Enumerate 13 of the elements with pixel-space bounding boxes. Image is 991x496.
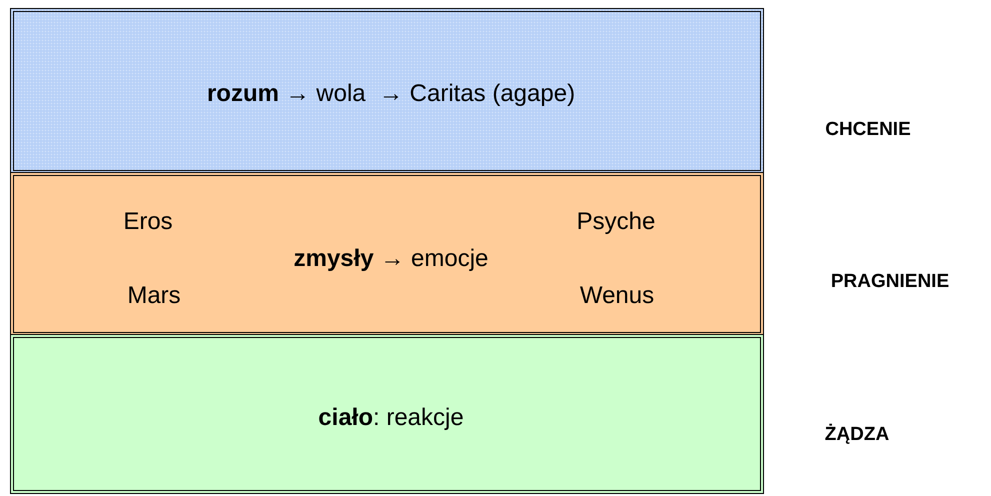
layer-label: ŻĄDZA [824, 424, 890, 446]
layer-label: PRAGNIENIE [830, 271, 950, 293]
layer-band [10, 172, 764, 336]
layer-text: zmysły → emocje [294, 245, 488, 273]
layer-band [10, 334, 764, 494]
layer-text: ciało: reakcje [318, 404, 464, 432]
layer-text: rozum → wola → Caritas (agape) [206, 80, 576, 108]
layer-text: Psyche [576, 208, 656, 236]
layer-band [10, 8, 764, 174]
layer-text: Wenus [580, 282, 654, 310]
layer-text: Eros [123, 208, 173, 236]
layer-text: Mars [127, 282, 181, 310]
layer-label: CHCENIE [825, 119, 911, 141]
